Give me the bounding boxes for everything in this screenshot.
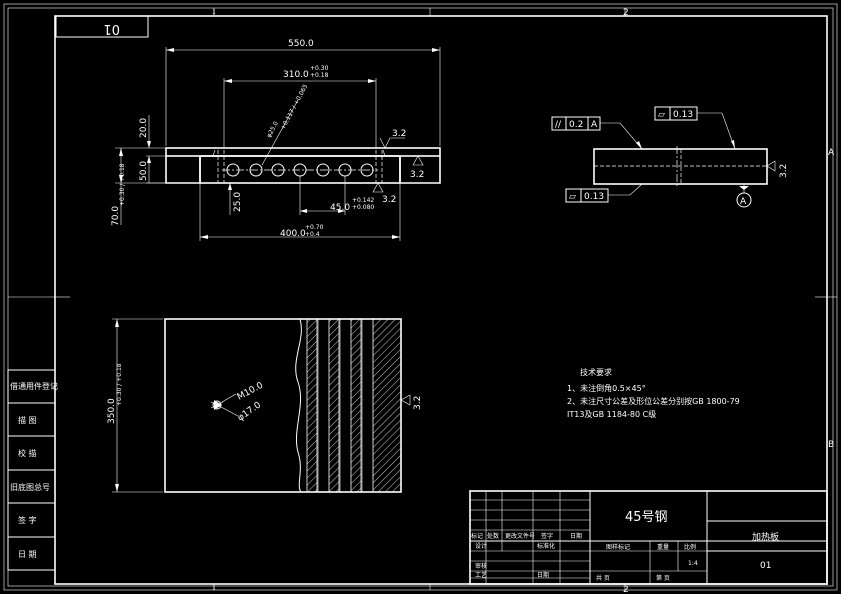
- thread-label: M10.0: [236, 381, 265, 403]
- side-row-4: 旧底图总号: [10, 482, 50, 492]
- scale-value: 1:4: [688, 560, 698, 567]
- dim-depth-25: 25.0: [233, 192, 243, 212]
- outer-border: [3, 3, 838, 591]
- side-row-3: 校 描: [18, 448, 37, 458]
- top-view: M10.0 φ17.0 350.0 +0.30 / +0.18 3.2: [107, 318, 423, 493]
- roughness-3: 3.2: [382, 195, 396, 205]
- front-view: 550.0 310.0 +0.30 +0.18 φ25.0 +0.117 / +…: [111, 39, 441, 241]
- row-review: 审核: [475, 562, 487, 570]
- counterbore-label: φ17.0: [236, 400, 263, 423]
- date-label: 日期: [537, 571, 549, 579]
- side-table: 借通用件登记 描 图 校 描 旧底图总号 签 字 日 期: [7, 369, 58, 571]
- dim-hole-span: 310.0: [283, 70, 309, 80]
- parallelism-frame: [551, 116, 601, 131]
- row-design: 设计: [475, 542, 487, 550]
- flatness-bottom-value: 0.13: [584, 192, 604, 202]
- dim-height-20: 20.0: [139, 118, 149, 138]
- dim-pitch-tol-lower: +0.080: [352, 204, 374, 211]
- technical-notes: 技术要求 1、未注倒角0.5×45° 2、未注尺寸公差及形位公差分别按GB 18…: [567, 367, 740, 419]
- dim-overall-length: 550.0: [288, 39, 314, 49]
- dim-width-tol: +0.30 / +0.18: [116, 363, 123, 406]
- flatness-top-symbol: ▱: [658, 110, 665, 120]
- roughness-1: 3.2: [392, 129, 406, 139]
- dim-hole-span-tol-upper: +0.30: [310, 65, 329, 72]
- notes-line-3: IT13及GB 1184-80 C级: [567, 409, 656, 419]
- title-block: 标记 处数 更改文件号 签字 日期 设计 审核 工艺 标准化 日期 45号钢 图…: [469, 490, 828, 585]
- top-roughness: 3.2: [413, 396, 423, 410]
- section-roughness: 3.2: [779, 164, 789, 178]
- flatness-bottom-frame: [565, 188, 609, 203]
- trim-border: [7, 7, 834, 587]
- notes-line-2: 2、未注尺寸公差及形位公差分别按GB 1800-79: [567, 396, 740, 406]
- zone-right-a: A: [828, 148, 835, 158]
- sheet-num: 第 页: [656, 574, 670, 582]
- flatness-top-frame: [654, 106, 698, 121]
- parallelism-symbol: //: [555, 120, 562, 130]
- dim-base-width-tol-upper: +0.70: [305, 224, 324, 231]
- inner-border: [54, 15, 828, 585]
- datum-label: A: [740, 197, 747, 207]
- hdr-mark: 标记: [471, 532, 483, 540]
- roughness-symbol: 3.2: [379, 129, 406, 149]
- zone-right-b: B: [828, 440, 834, 450]
- side-row-5: 签 字: [18, 515, 37, 525]
- notes-title: 技术要求: [580, 367, 612, 377]
- dim-pitch: 45.0: [330, 203, 350, 213]
- row-process: 工艺: [475, 571, 487, 579]
- zone-top-1: 1: [212, 9, 216, 16]
- hdr-date: 日期: [570, 532, 582, 540]
- dim-height-70: 70.0: [111, 206, 121, 226]
- hole-row: [222, 163, 378, 177]
- material: 45号钢: [625, 510, 668, 525]
- notes-line-1: 1、未注倒角0.5×45°: [567, 383, 646, 393]
- hdr-sign: 签字: [541, 532, 553, 540]
- part-name: 加热板: [752, 531, 779, 543]
- dim-width: 350.0: [107, 398, 117, 424]
- drawing-no: 01: [760, 561, 771, 571]
- dim-height-50: 50.0: [139, 161, 149, 181]
- parallelism-value: 0.2: [569, 120, 583, 130]
- dim-hole-dia-tol: +0.117 / +0.065: [280, 83, 310, 131]
- side-row-2: 描 图: [18, 415, 37, 425]
- hdr-doc: 更改文件号: [505, 532, 535, 540]
- dim-hole-span-tol-lower: +0.18: [310, 72, 329, 79]
- sig-text: 标准化: [537, 542, 555, 550]
- weight-label: 重量: [657, 543, 669, 551]
- hdr-count: 处数: [487, 532, 499, 540]
- datum-circle: [736, 192, 752, 208]
- zone-top-2: 2: [623, 8, 629, 18]
- corner-label: 01: [103, 21, 120, 36]
- roughness-symbol: 3.2: [410, 155, 424, 180]
- roughness-2: 3.2: [410, 170, 424, 180]
- parallelism-datum: A: [591, 120, 598, 130]
- dim-pitch-tol-upper: +0.142: [352, 197, 374, 204]
- flatness-bottom-symbol: ▱: [569, 192, 576, 202]
- dim-base-width-tol-lower: +0.4: [305, 231, 320, 238]
- side-row-6: 日 期: [18, 550, 37, 559]
- zone-bottom-1: 1: [212, 585, 216, 592]
- dim-height-70-tol: +0.30 / +0.18: [119, 163, 126, 206]
- scale-label: 比例: [684, 543, 696, 551]
- zone-bottom-2: 2: [623, 585, 629, 594]
- roughness-symbol: 3.2: [372, 182, 396, 205]
- section-view: // 0.2 A ▱ 0.13 ▱ 0.13 A 3.2: [551, 106, 789, 208]
- stage-label: 图样标记: [606, 543, 630, 551]
- corner-label-box: [55, 15, 149, 38]
- dim-base-width: 400.0: [280, 229, 306, 239]
- flatness-top-value: 0.13: [673, 110, 693, 120]
- side-row-1: 借通用件登记: [10, 381, 58, 391]
- sheet-total: 共 页: [596, 574, 610, 582]
